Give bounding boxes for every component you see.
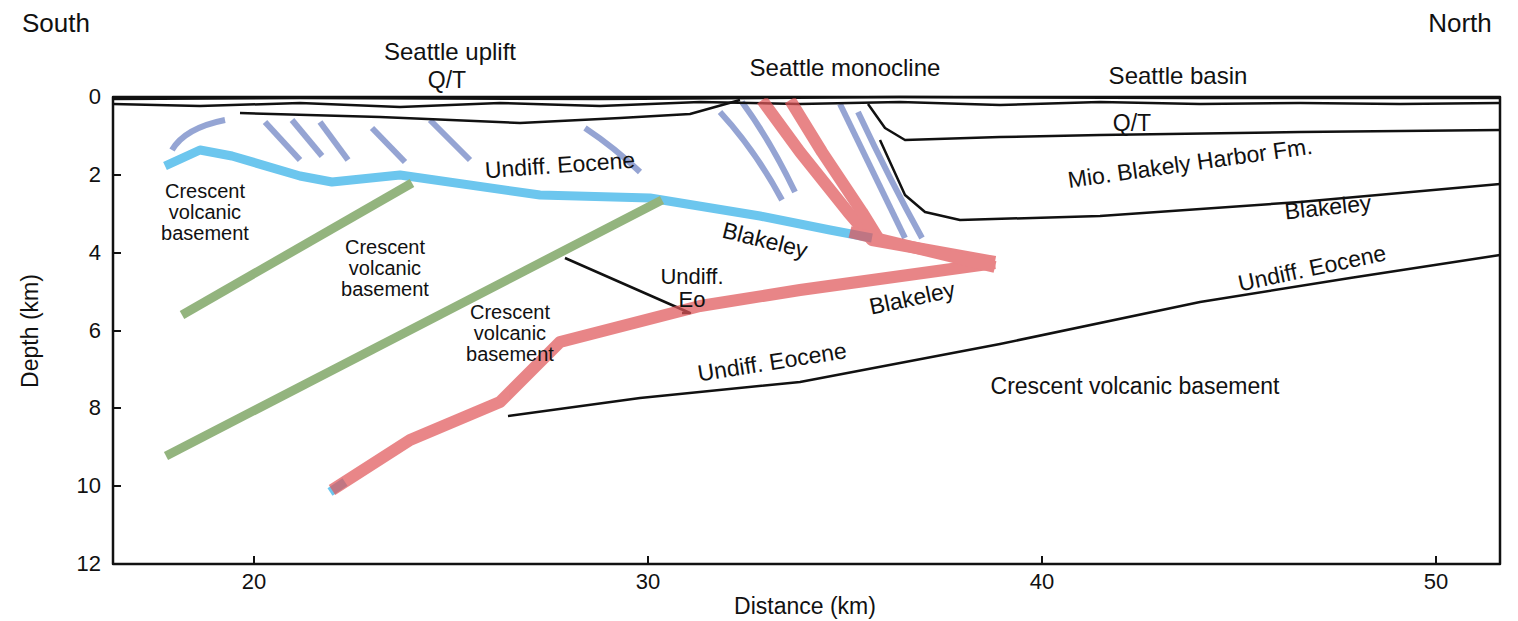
unit-label: Undiff. Eocene (694, 338, 850, 386)
unit-label: Mio. Blakely Harbor Fm. (1064, 134, 1316, 193)
tick-label: 40 (1028, 570, 1056, 593)
tick-label: 50 (1422, 570, 1450, 593)
unit-label: Undiff. Eocene (482, 148, 638, 183)
unit-label: Q/T (1111, 111, 1153, 135)
tick-label: 8 (87, 396, 103, 419)
tick-label: 4 (87, 241, 103, 264)
tick-label: 0 (87, 85, 103, 108)
feature-label: Seattle basin (1107, 63, 1250, 88)
unit-label: Crescent volcanic basement (147, 181, 263, 244)
tick-label: 10 (75, 474, 103, 497)
unit-label: Crescent volcanic basement (447, 302, 573, 365)
unit-label: Crescent volcanic basement (989, 374, 1282, 398)
tick-label: 20 (240, 570, 268, 593)
thrust-fault (332, 100, 995, 490)
plot-frame (113, 97, 1500, 564)
direction-label: North (1426, 10, 1494, 37)
feature-label: Seattle uplift (382, 39, 518, 64)
tick-marks (113, 97, 1436, 564)
unit-label: Crescent volcanic basement (322, 237, 448, 300)
unit-label: Blakeley (1282, 190, 1375, 224)
unit-label: Undiff. Eo (651, 265, 733, 311)
direction-label: South (20, 10, 92, 37)
tick-label: 2 (87, 163, 103, 186)
tick-label: 30 (634, 570, 662, 593)
unit-label: Undiff. Eocene (1234, 240, 1390, 296)
tick-label: 12 (75, 552, 103, 575)
unit-label: Q/T (426, 68, 468, 92)
feature-label: Seattle monocline (748, 55, 943, 80)
axis-title: Distance (km) (732, 594, 878, 618)
contact-line (113, 97, 1500, 416)
axis-title: Depth (km) (18, 272, 42, 390)
tick-label: 6 (87, 319, 103, 342)
